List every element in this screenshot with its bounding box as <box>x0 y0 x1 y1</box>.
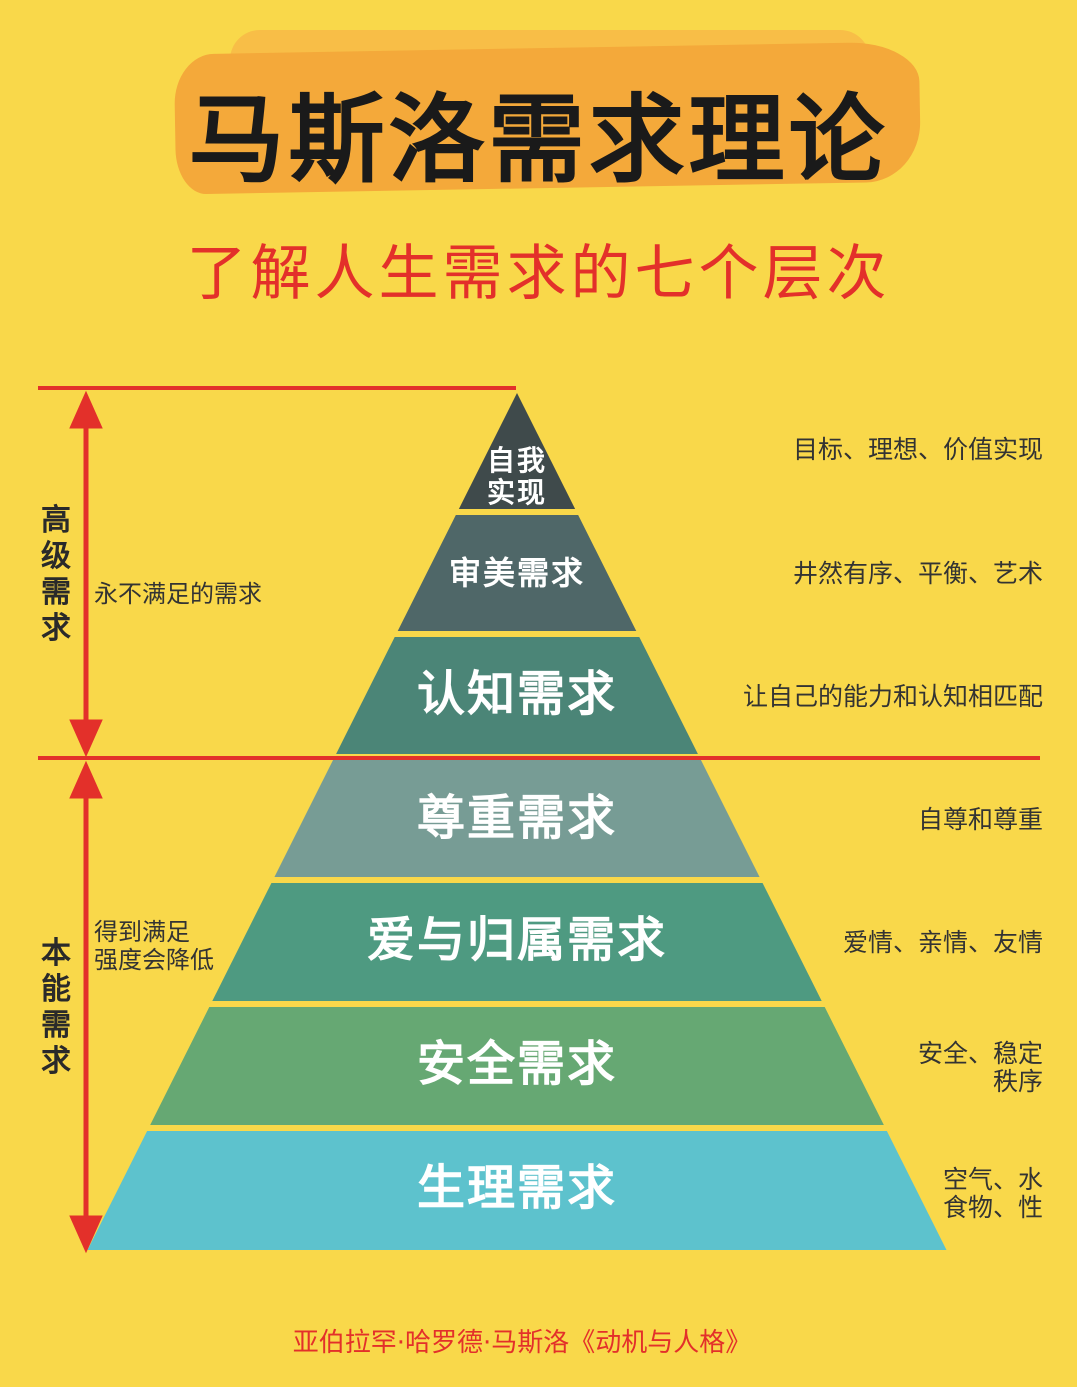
tier-label: 尊重需求 <box>416 790 617 846</box>
pyramid-tier <box>150 1007 884 1125</box>
source-citation: 亚伯拉罕·哈罗德·马斯洛《动机与人格》 <box>292 1328 752 1358</box>
pyramid-tier <box>336 637 698 754</box>
tier-label: 安全需求 <box>416 1036 617 1092</box>
tier-description: 空气、水 食物、性 <box>942 1165 1043 1222</box>
tier-label: 审美需求 <box>448 554 585 592</box>
tier-description: 安全、稳定 秩序 <box>917 1039 1043 1096</box>
basic-group-note: 得到满足 强度会降低 <box>94 918 214 974</box>
tier-label: 生理需求 <box>416 1160 617 1216</box>
tier-description: 爱情、亲情、友情 <box>842 928 1043 957</box>
tier-label: 爱与归属需求 <box>366 912 667 968</box>
basic-range-arrow <box>69 760 103 1254</box>
pyramid-tier <box>397 515 637 631</box>
high-range-arrow <box>69 390 103 758</box>
pyramid-tier <box>458 393 576 509</box>
pyramid-tier <box>212 883 822 1001</box>
tier-description: 自尊和尊重 <box>917 805 1043 834</box>
tier-description: 让自己的能力和认知相匹配 <box>742 682 1043 711</box>
tier-description: 目标、理想、价值实现 <box>792 435 1043 464</box>
high-group-note: 永不满足的需求 <box>94 580 262 608</box>
pyramid-tier <box>87 1131 947 1250</box>
tier-description: 井然有序、平衡、艺术 <box>792 559 1043 588</box>
basic-group-label: 本能需求 <box>41 936 71 1079</box>
high-group-label: 高级需求 <box>41 503 71 646</box>
page-title: 马斯洛需求理论 <box>188 84 889 196</box>
pyramid-tier <box>274 760 760 877</box>
tier-label: 自我 实现 <box>486 444 547 509</box>
page-subtitle: 了解人生需求的七个层次 <box>186 239 891 309</box>
tier-label: 认知需求 <box>416 666 617 722</box>
